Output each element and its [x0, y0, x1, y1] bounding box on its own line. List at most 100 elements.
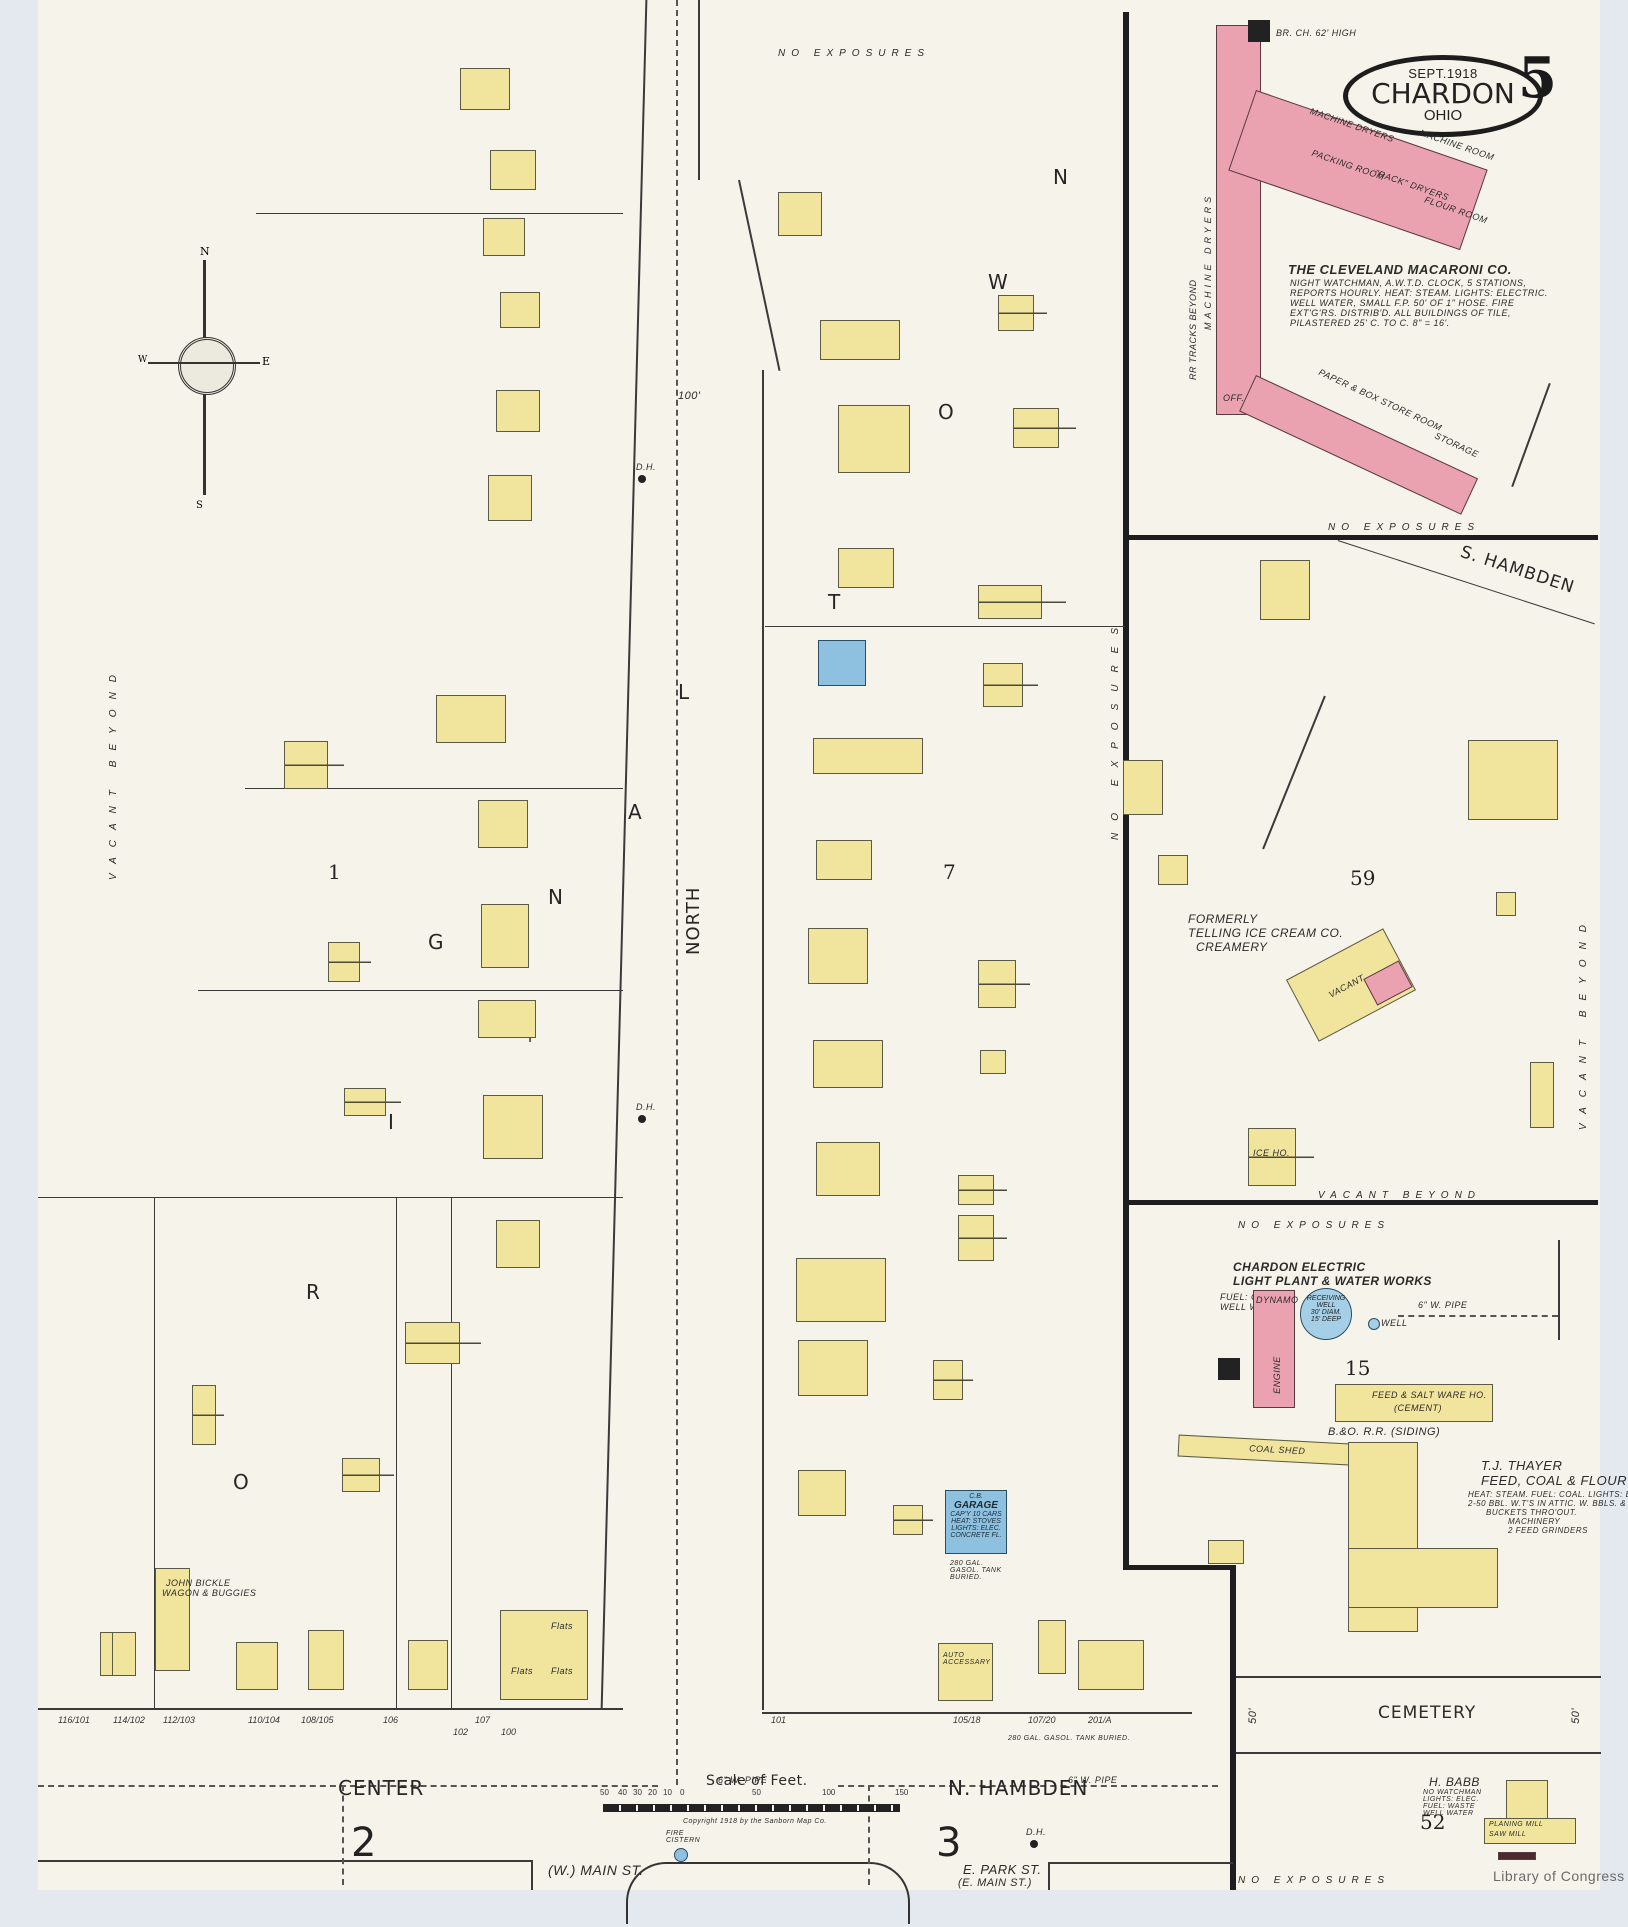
- garage-note: CONCRETE FL.: [950, 1532, 1002, 1539]
- hydrant-label: D.H.: [1026, 1827, 1046, 1837]
- cartouche-date: SEPT.1918: [1408, 66, 1478, 81]
- block-south-edge: [38, 1708, 623, 1710]
- water-pipe-center-n: [342, 1785, 344, 1885]
- creamery-name: FORMERLY TELLING ICE CREAM CO. CREAMERY: [1188, 912, 1343, 954]
- barn: [405, 1322, 481, 1364]
- ice-house-label: ICE HO.: [1253, 1148, 1291, 1158]
- babb-mill-label: SAW MILL: [1489, 1831, 1527, 1838]
- no-exposures-macaroni: NO EXPOSURES: [1328, 522, 1481, 533]
- bickle-name: JOHN BICKLE WAGON & BUGGIES: [162, 1578, 256, 1598]
- dwelling: [308, 1630, 344, 1690]
- creamery-vacant: VACANT: [1326, 972, 1367, 1000]
- macaroni-room-8: STORAGE: [1433, 430, 1481, 460]
- dwelling: [838, 548, 894, 588]
- garage-name: GARAGE: [954, 1500, 998, 1511]
- lot-line: [38, 1197, 623, 1198]
- creamery-line: FORMERLY: [1188, 912, 1258, 926]
- electric-line: LIGHT PLANT & WATER WORKS: [1233, 1274, 1432, 1288]
- thayer-note: 2 FEED GRINDERS: [1508, 1526, 1588, 1535]
- street-label-center: CENTER: [338, 1776, 425, 1800]
- original-town-n: N: [548, 885, 564, 909]
- macaroni-note: WELL WATER, SMALL F.P. 50' OF 1" HOSE. F…: [1290, 298, 1515, 308]
- babb-note: NO WATCHMAN: [1423, 1789, 1482, 1796]
- auto-shed: [980, 1050, 1006, 1074]
- barn: [983, 663, 1038, 707]
- macaroni-room-9: OFF.: [1223, 393, 1245, 403]
- barn: [958, 1215, 1007, 1261]
- well-line: RECEIVING: [1306, 1295, 1346, 1302]
- well-line: WELL: [1316, 1302, 1336, 1309]
- water-pipe-center: [38, 1785, 658, 1787]
- cemetery-label: CEMETERY: [1378, 1703, 1477, 1723]
- macaroni-note: PILASTERED 25' C. TO C. 8" = 16'.: [1290, 318, 1450, 328]
- house-number: 108/105: [301, 1715, 334, 1725]
- no-exposures-electric: NO EXPOSURES: [1238, 1220, 1391, 1231]
- scale-bar: [603, 1804, 900, 1812]
- block-number-59: 59: [1350, 866, 1376, 890]
- dwelling: [1123, 760, 1163, 815]
- scale-tick: 40: [618, 1788, 627, 1797]
- street-label-north: NORTH: [683, 886, 704, 955]
- house-number: 112/103: [163, 1715, 195, 1725]
- garage-building: C.B. GARAGE CAP'Y 10 CARS HEAT: STOVES L…: [945, 1490, 1007, 1554]
- babb-boiler: [1498, 1852, 1536, 1860]
- house-number: 114/102: [113, 1715, 145, 1725]
- ice-house: [1248, 1128, 1314, 1186]
- hydrant-label: D.H.: [636, 462, 656, 472]
- original-town-i2: I: [528, 1030, 534, 1046]
- electric-chimney-icon: [1218, 1358, 1240, 1380]
- auto-label: AUTO ACCESSARY: [943, 1652, 991, 1666]
- dwelling: [460, 68, 510, 110]
- thayer-line: FEED, COAL & FLOUR: [1481, 1473, 1628, 1488]
- scale-tick: 0: [680, 1788, 685, 1797]
- original-town-w: W: [988, 270, 1009, 294]
- compass-w: W: [138, 355, 148, 365]
- thayer-name: T.J. THAYER FEED, COAL & FLOUR: [1481, 1458, 1627, 1488]
- dwelling: [408, 1640, 448, 1690]
- house-number: 102: [453, 1727, 469, 1737]
- vacant-beyond-west: VACANT BEYOND: [108, 664, 119, 880]
- dwelling: [778, 192, 822, 236]
- lot-line: [154, 1197, 155, 1708]
- bickle-line: JOHN BICKLE: [166, 1578, 231, 1588]
- original-town-a: A: [628, 800, 643, 824]
- auto-tank: 280 GAL. GASOL. TANK BURIED.: [1008, 1735, 1131, 1742]
- width-50-right: 50': [1569, 1708, 1582, 1724]
- dwelling: [1468, 740, 1558, 820]
- north-arrow-icon: [1511, 382, 1551, 488]
- dwelling: [112, 1632, 136, 1676]
- dwelling-blue: [818, 640, 866, 686]
- house-number: 105/18: [953, 1715, 981, 1725]
- dwelling: [813, 738, 923, 774]
- barn: [978, 960, 1030, 1008]
- adjacent-sheet-2[interactable]: 2: [351, 1820, 377, 1866]
- scale-tick: 30: [633, 1788, 642, 1797]
- street-label-e-main: (E. MAIN ST.): [958, 1877, 1032, 1889]
- feed-salt-sub: (CEMENT): [1394, 1403, 1442, 1413]
- electric-name: CHARDON ELECTRIC LIGHT PLANT & WATER WOR…: [1233, 1260, 1432, 1288]
- hydrant-icon: [1030, 1840, 1038, 1848]
- barn: [893, 1505, 934, 1535]
- dwelling: [1208, 1540, 1244, 1564]
- block-south-edge: [762, 1712, 1192, 1714]
- vacant-beyond-ice: VACANT BEYOND: [1318, 1190, 1482, 1201]
- chimney-icon: [1248, 20, 1270, 42]
- garage-note: CAP'Y 10 CARS: [950, 1511, 1002, 1518]
- compass-e: E: [262, 355, 271, 368]
- house-number: 116/101: [58, 1715, 90, 1725]
- babb-note: LIGHTS: ELEC.: [1423, 1796, 1479, 1803]
- creamery-line: TELLING ICE CREAM CO.: [1188, 926, 1344, 940]
- barn: [978, 585, 1067, 619]
- adjacent-sheet-3[interactable]: 3: [936, 1820, 962, 1866]
- original-town-o: O: [233, 1470, 250, 1494]
- bickle-line: WAGON & BUGGIES: [162, 1588, 257, 1598]
- scale-tick: 10: [663, 1788, 672, 1797]
- dwelling: [816, 1142, 880, 1196]
- sheet-number: 5: [1518, 45, 1557, 111]
- electric-note-water: WELL WATER: [1220, 1302, 1284, 1312]
- copyright: Copyright 1918 by the Sanborn Map Co.: [683, 1818, 827, 1825]
- block-number-15: 15: [1345, 1356, 1371, 1380]
- garage-code: C.B.: [969, 1493, 983, 1500]
- dwelling: [478, 1000, 536, 1038]
- water-pipe-label-2: 6" W. PIPE: [1068, 1775, 1118, 1785]
